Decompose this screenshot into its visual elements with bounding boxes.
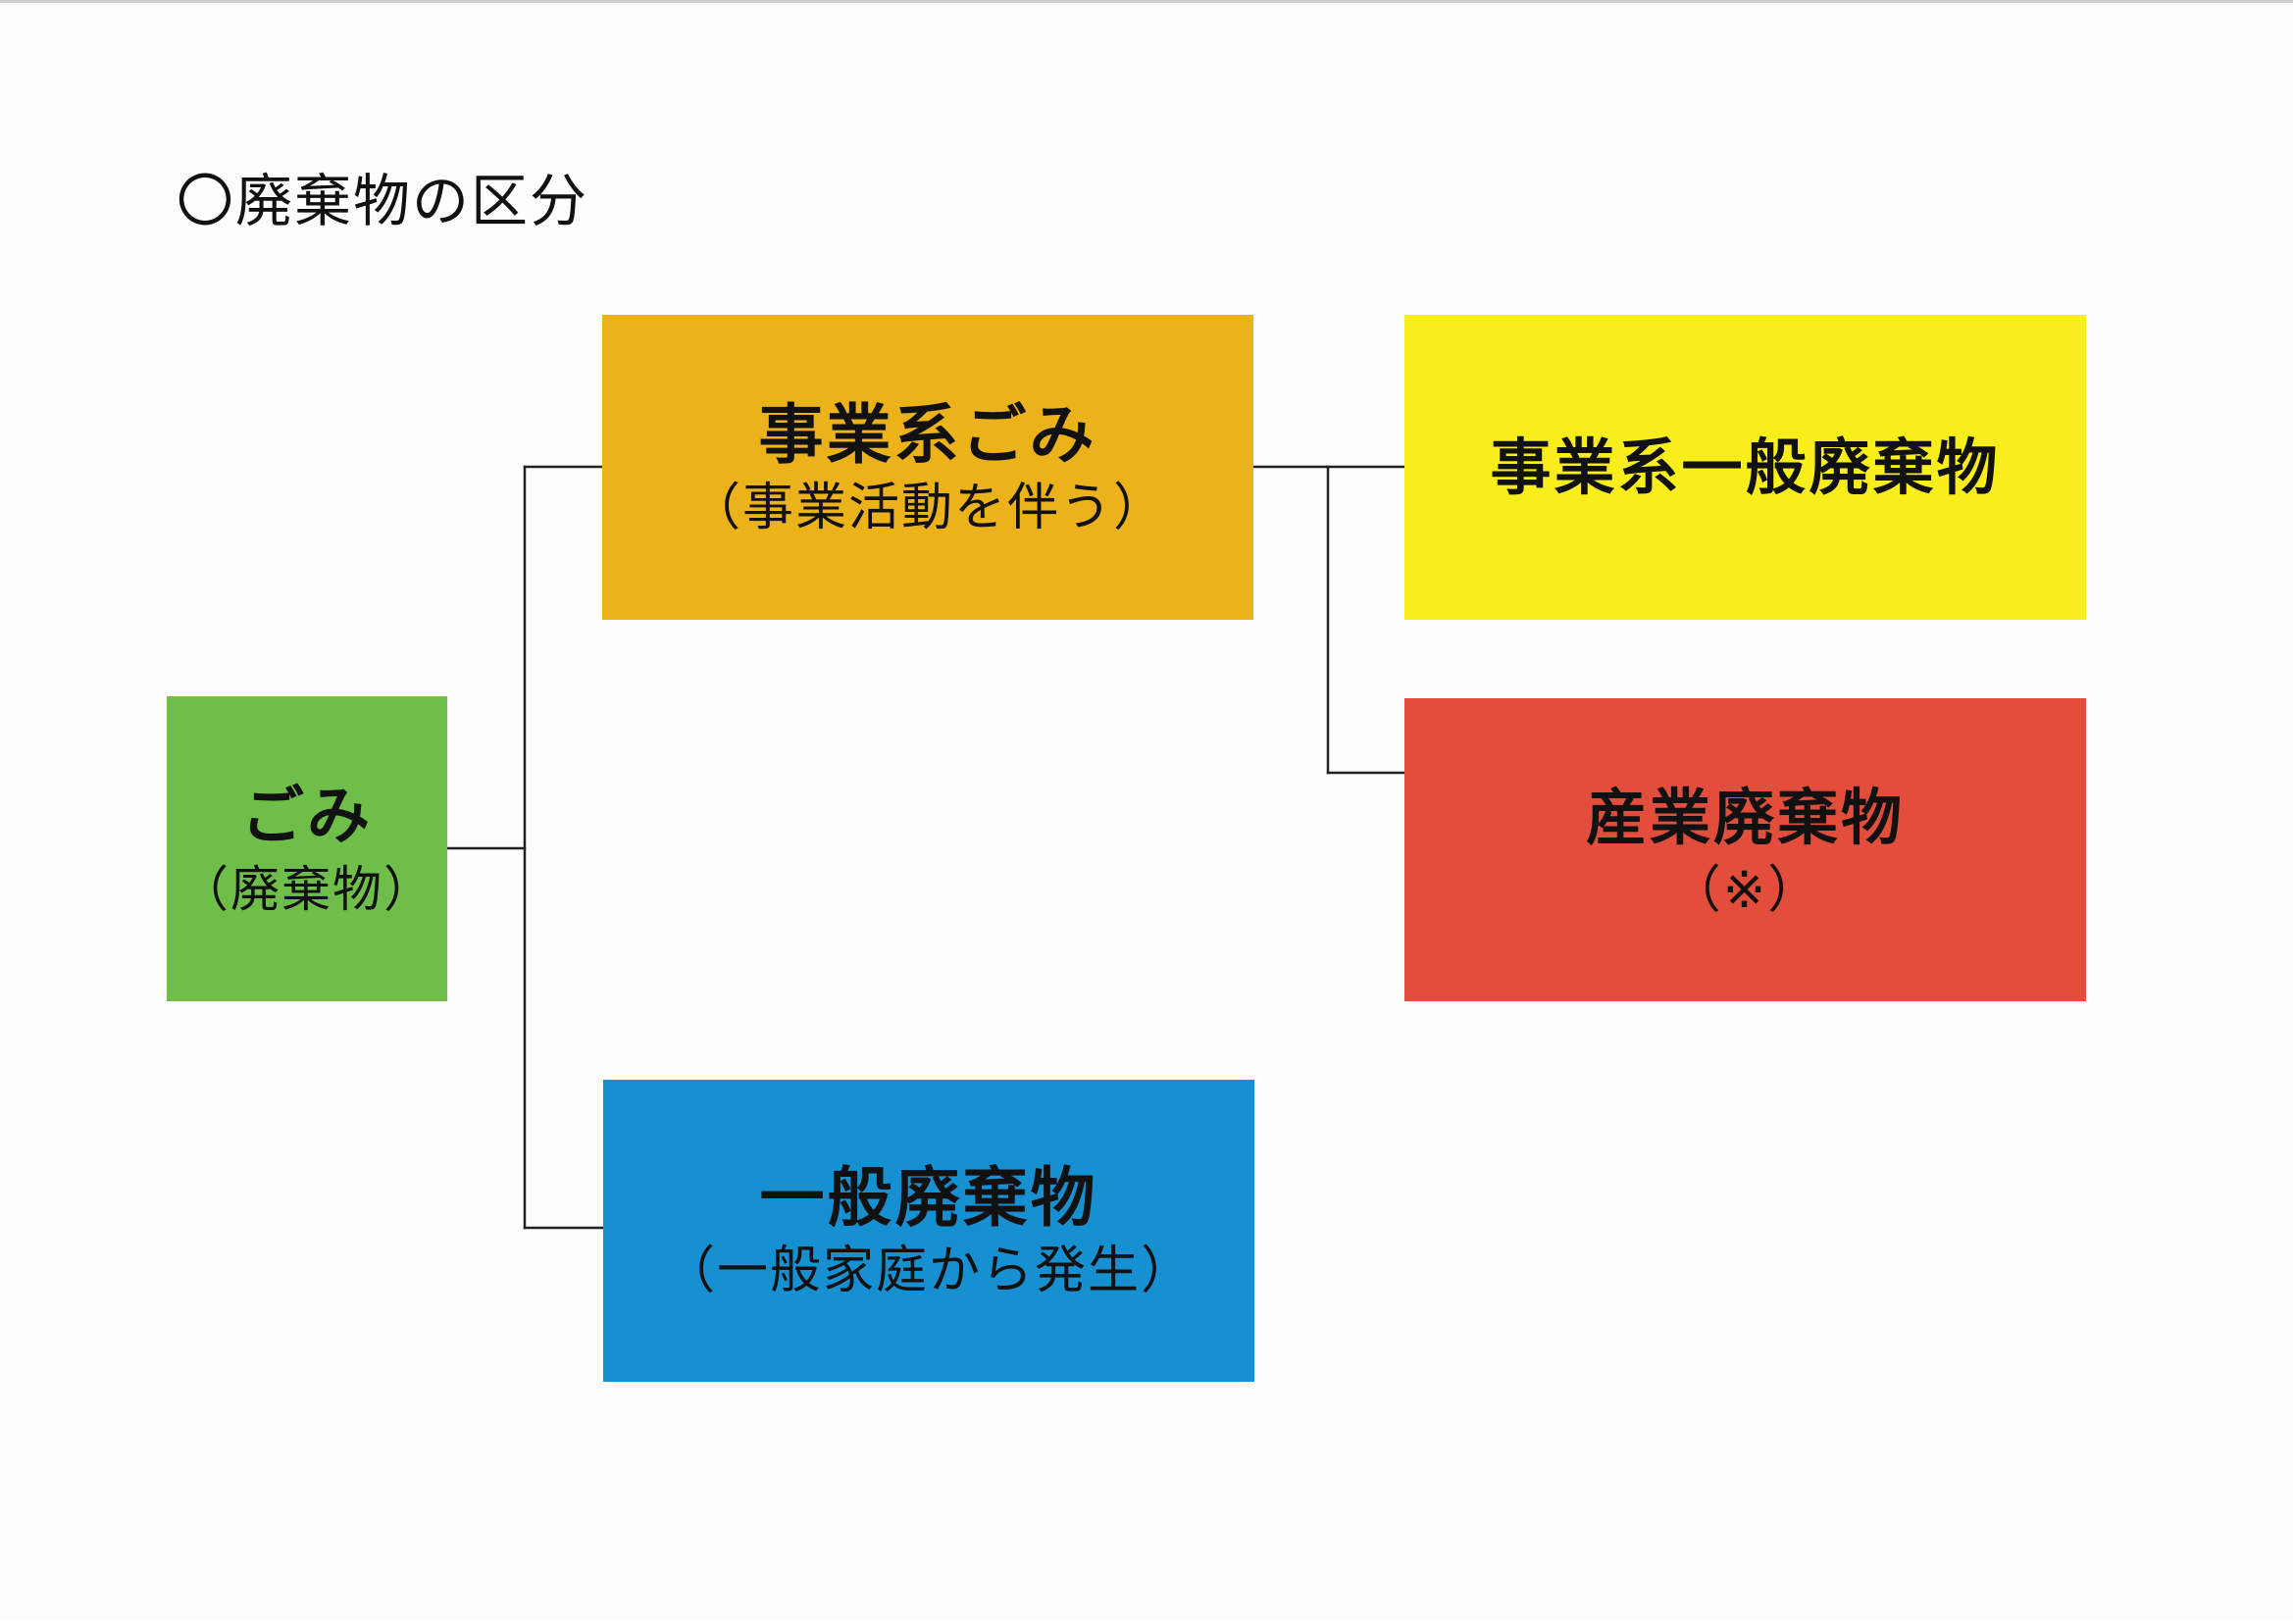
node-sangyo-sublabel: （※） xyxy=(1669,860,1821,920)
node-jigyo-ippan-label: 事業系一般廃棄物 xyxy=(1490,431,2001,503)
node-gomi-label: ごみ xyxy=(241,780,373,853)
node-ippan-label: 一般廃棄物 xyxy=(759,1160,1098,1236)
node-gomi: ごみ （廃棄物） xyxy=(167,696,447,1001)
node-jigyo-gomi-sublabel: （事業活動を伴う） xyxy=(688,478,1166,537)
node-jigyo-ippan-haikibutsu: 事業系一般廃棄物 xyxy=(1404,315,2086,620)
node-gomi-sublabel: （廃棄物） xyxy=(179,860,434,918)
node-sangyo-haikibutsu: 産業廃棄物 （※） xyxy=(1404,698,2086,1001)
node-jigyo-gomi-label: 事業系ごみ xyxy=(758,396,1097,473)
node-jigyo-gomi: 事業系ごみ （事業活動を伴う） xyxy=(602,315,1253,620)
node-ippan-sublabel: （一般家庭から発生） xyxy=(663,1242,1194,1300)
diagram-title: 〇廃棄物の区分 xyxy=(177,168,589,234)
node-ippan-haikibutsu: 一般廃棄物 （一般家庭から発生） xyxy=(603,1080,1254,1382)
node-sangyo-label: 産業廃棄物 xyxy=(1585,781,1905,853)
